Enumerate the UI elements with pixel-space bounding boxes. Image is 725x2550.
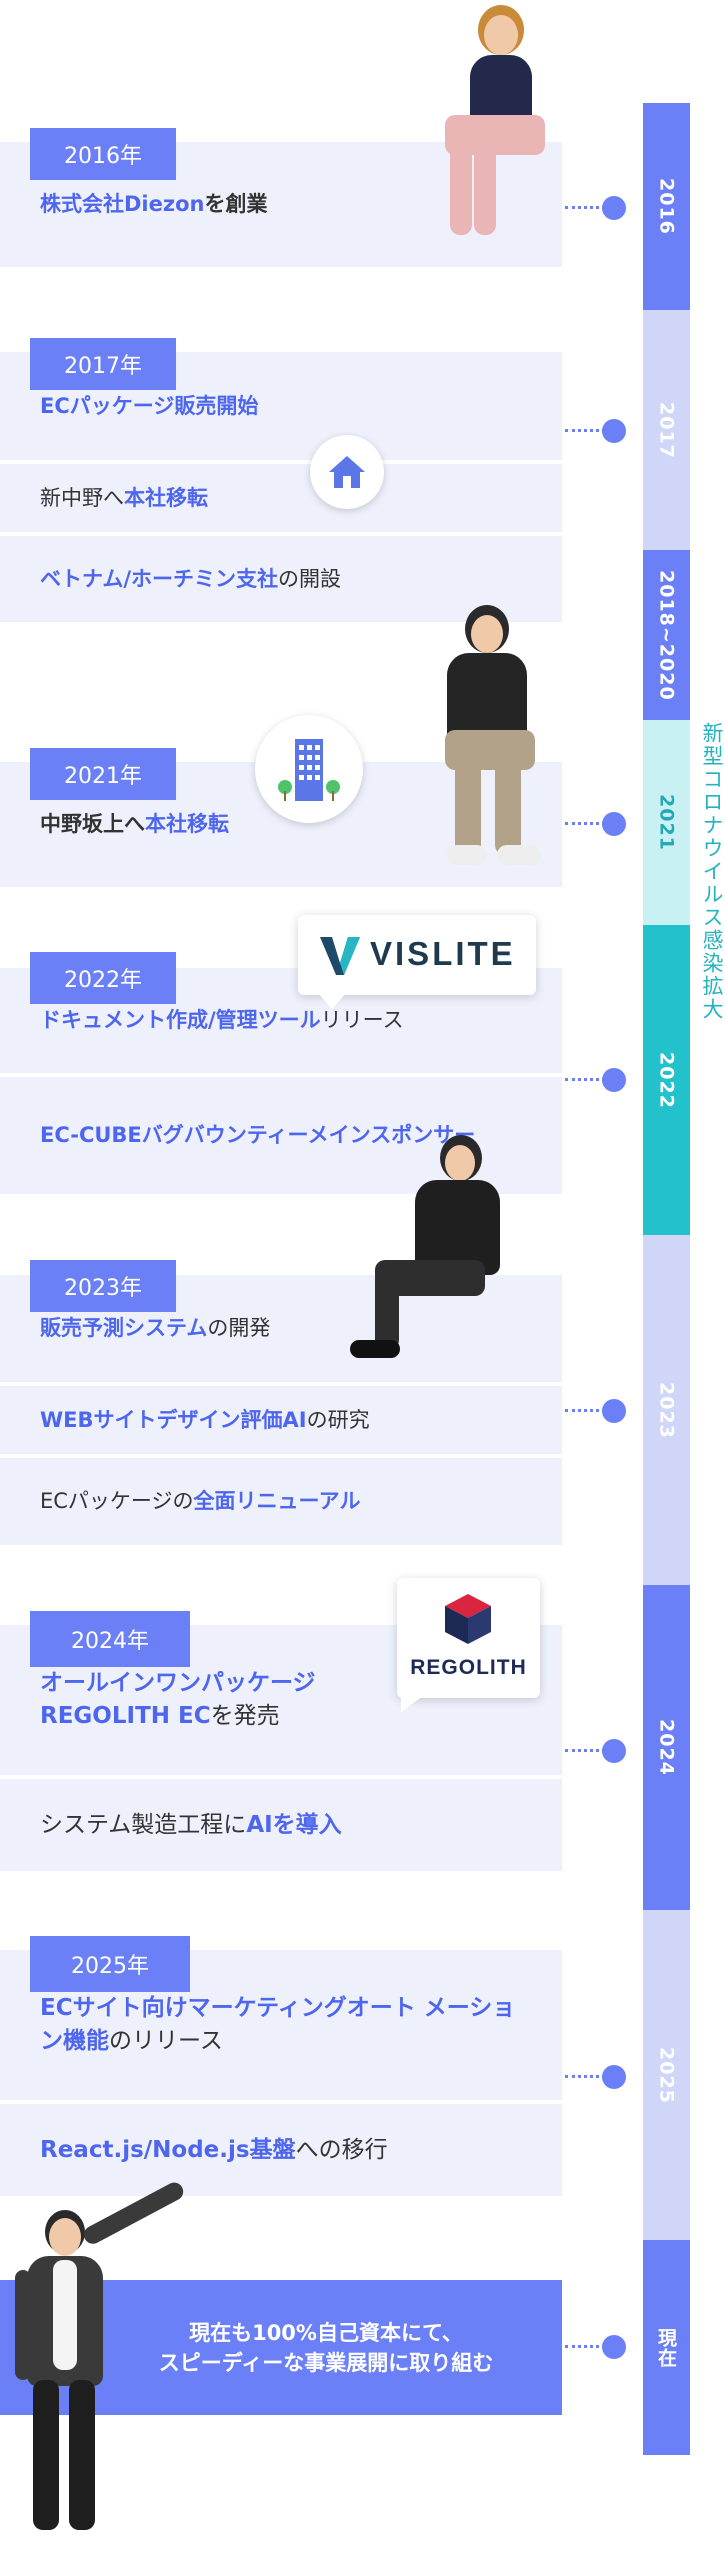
year-badge-2022: 2022年	[30, 952, 176, 1004]
year-segment-now: 現在	[643, 2240, 690, 2455]
year-segment-2025: 2025	[643, 1910, 690, 2240]
year-segment-2017: 2017	[643, 310, 690, 550]
timeline-node-2016	[602, 196, 626, 220]
year-segment-2018-2020: 2018~2020	[643, 550, 690, 720]
year-segment-2021: 2021	[643, 720, 690, 925]
connector-dots-2017	[565, 429, 605, 432]
entry-2024-item-2: システム製造工程にAIを導入	[0, 1779, 562, 1871]
entry-2023-item-2: WEBサイトデザイン評価AIの研究	[0, 1386, 562, 1454]
bubble-tail	[401, 1696, 423, 1712]
regolith-logo-icon	[443, 1592, 493, 1650]
person-photo-woman	[440, 5, 560, 245]
entry-2025-item-2: React.js/Node.js基盤への移行	[0, 2104, 562, 2196]
year-badge-2021: 2021年	[30, 748, 176, 800]
connector-dots-2016	[565, 206, 605, 209]
year-segment-2016: 2016	[643, 103, 690, 310]
covid-label: 新型コロナウイルス感染拡大	[700, 722, 724, 1021]
year-segment-2023: 2023	[643, 1235, 690, 1585]
year-badge-2023: 2023年	[30, 1260, 176, 1312]
year-segment-2022: 2022	[643, 925, 690, 1235]
connector-dots-2023	[565, 1409, 605, 1412]
now-line-2: スピーディーな事業展開に取り組む	[158, 2350, 494, 2375]
bubble-tail	[318, 993, 346, 1009]
connector-dots-2021	[565, 822, 605, 825]
regolith-logo-text: REGOLITH	[410, 1656, 527, 1679]
year-badge-2025: 2025年	[30, 1936, 190, 1992]
regolith-logo-bubble: REGOLITH	[397, 1578, 540, 1712]
timeline-node-2024	[602, 1739, 626, 1763]
person-photo-man-sitting	[425, 605, 555, 875]
timeline-node-2021	[602, 812, 626, 836]
timeline-node-2025	[602, 2065, 626, 2089]
entry-2017-item-2: 新中野へ本社移転	[0, 464, 562, 532]
vislite-logo-text: VISLITE	[370, 935, 516, 972]
timeline-node-2017	[602, 419, 626, 443]
connector-dots-2022	[565, 1078, 605, 1081]
office-building-icon	[255, 715, 363, 823]
person-photo-man-pointing	[15, 2179, 205, 2545]
year-badge-2016: 2016年	[30, 128, 176, 180]
year-badge-2017: 2017年	[30, 338, 176, 390]
vislite-logo-icon	[318, 933, 362, 981]
year-badge-2024: 2024年	[30, 1611, 190, 1667]
vislite-logo-bubble: VISLITE	[298, 915, 536, 1009]
person-photo-man-relaxed	[345, 1135, 515, 1365]
entry-2017-item-3: ベトナム/ホーチミン支社の開設	[0, 536, 562, 622]
connector-dots-2025	[565, 2075, 605, 2078]
connector-dots-2024	[565, 1749, 605, 1752]
year-segment-2024: 2024	[643, 1585, 690, 1910]
now-line-1: 現在も100%自己資本にて、	[189, 2320, 463, 2345]
timeline-node-now	[602, 2335, 626, 2359]
timeline-node-2022	[602, 1068, 626, 1092]
connector-dots-now	[565, 2345, 605, 2348]
entry-2023-item-3: ECパッケージの全面リニューアル	[0, 1458, 562, 1545]
home-icon	[310, 435, 384, 509]
timeline-node-2023	[602, 1399, 626, 1423]
